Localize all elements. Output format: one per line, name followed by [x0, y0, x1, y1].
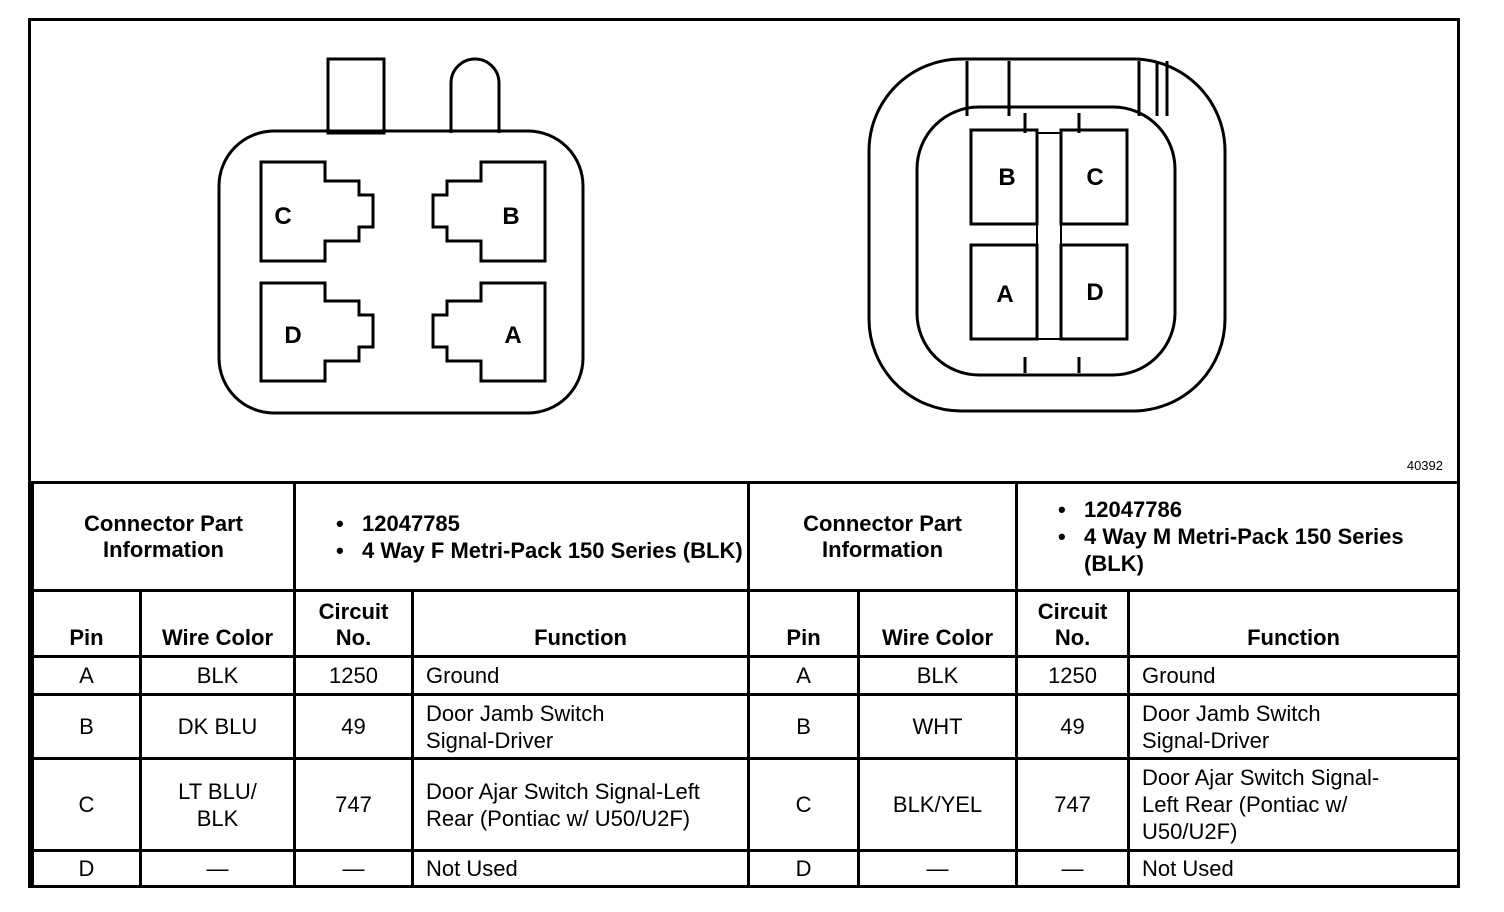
- pin-label: D: [1086, 279, 1103, 306]
- pin-cell: B: [31, 693, 142, 760]
- col-header-wire-color: Wire Color: [138, 589, 297, 658]
- circuit-cell: —: [1015, 849, 1131, 888]
- connector-pinout-table: Connector Part Information 12047785 4 Wa…: [30, 481, 1461, 888]
- wire-color-cell: BLK/YEL: [857, 757, 1019, 852]
- wire-color-cell: DK BLU: [138, 693, 297, 760]
- part-info-label: Connector Part Information: [30, 481, 297, 592]
- table-row: D — — Not Used D — — Not Used: [31, 849, 1461, 888]
- pin-cell: A: [747, 655, 861, 696]
- circuit-cell: 1250: [293, 655, 415, 696]
- function-cell: Ground: [1127, 655, 1461, 696]
- col-header-pin: Pin: [31, 589, 142, 658]
- cavity-d: [259, 281, 375, 383]
- pin-label: B: [998, 164, 1015, 191]
- circuit-cell: 747: [293, 757, 415, 852]
- pin-cell: C: [31, 757, 142, 852]
- cavity-b: [431, 160, 547, 263]
- function-cell: Ground: [411, 655, 751, 696]
- function-cell: Door Ajar Switch Signal-Left Rear (Ponti…: [1127, 757, 1461, 852]
- part-info-row: Connector Part Information 12047785 4 Wa…: [30, 481, 1461, 592]
- part-description: 4 Way F Metri-Pack 150 Series (BLK): [336, 537, 747, 564]
- function-cell: Not Used: [1127, 849, 1461, 888]
- wire-color-cell: BLK: [138, 655, 297, 696]
- pin-cell: B: [747, 693, 861, 760]
- circuit-cell: 49: [1015, 693, 1131, 760]
- part-number: 12047786: [1058, 496, 1457, 523]
- cavity-a: [431, 281, 547, 383]
- pin-cell: A: [31, 655, 142, 696]
- wire-color-cell: LT BLU/ BLK: [138, 757, 297, 852]
- column-header-row: Pin Wire Color Circuit No. Function Pin …: [31, 589, 1461, 658]
- part-info-details: 12047785 4 Way F Metri-Pack 150 Series (…: [293, 481, 751, 592]
- col-header-circuit: Circuit No.: [1015, 589, 1131, 658]
- col-header-function: Function: [1127, 589, 1461, 658]
- cavity-c: [259, 160, 375, 263]
- female-connector-face: [217, 57, 585, 415]
- function-cell: Door Ajar Switch Signal-Left Rear (Ponti…: [411, 757, 751, 852]
- pin-label: B: [502, 203, 519, 230]
- function-cell: Door Jamb Switch Signal-Driver: [411, 693, 751, 760]
- male-connector-face: [867, 57, 1227, 413]
- pin-cell: D: [31, 849, 142, 888]
- figure-id: 40392: [1406, 458, 1443, 473]
- connector-diagrams: C B D A B C A D: [217, 57, 1227, 415]
- col-header-wire-color: Wire Color: [857, 589, 1019, 658]
- pin-cell: C: [747, 757, 861, 852]
- col-header-pin: Pin: [747, 589, 861, 658]
- connector-figure: C B D A B C A D 40392: [28, 18, 1461, 888]
- part-number: 12047785: [336, 510, 747, 537]
- circuit-cell: 1250: [1015, 655, 1131, 696]
- table-row: A BLK 1250 Ground A BLK 1250 Ground: [31, 655, 1461, 696]
- wire-color-cell: BLK: [857, 655, 1019, 696]
- part-info-label: Connector Part Information: [747, 481, 1019, 592]
- circuit-cell: —: [293, 849, 415, 888]
- pin-label: A: [996, 281, 1013, 308]
- part-description: 4 Way M Metri-Pack 150 Series (BLK): [1058, 523, 1457, 577]
- circuit-cell: 747: [1015, 757, 1131, 852]
- table-row: C LT BLU/ BLK 747 Door Ajar Switch Signa…: [31, 757, 1461, 852]
- function-cell: Door Jamb Switch Signal-Driver: [1127, 693, 1461, 760]
- wire-color-cell: —: [138, 849, 297, 888]
- pin-cell: D: [747, 849, 861, 888]
- col-header-circuit: Circuit No.: [293, 589, 415, 658]
- circuit-cell: 49: [293, 693, 415, 760]
- pin-label: A: [504, 322, 521, 349]
- wire-color-cell: WHT: [857, 693, 1019, 760]
- part-info-details: 12047786 4 Way M Metri-Pack 150 Series (…: [1015, 481, 1461, 592]
- function-cell: Not Used: [411, 849, 751, 888]
- pin-label: C: [1086, 164, 1103, 191]
- pin-label: C: [274, 203, 291, 230]
- pin-label: D: [284, 322, 301, 349]
- col-header-function: Function: [411, 589, 751, 658]
- table-row: B DK BLU 49 Door Jamb Switch Signal-Driv…: [31, 693, 1461, 760]
- wire-color-cell: —: [857, 849, 1019, 888]
